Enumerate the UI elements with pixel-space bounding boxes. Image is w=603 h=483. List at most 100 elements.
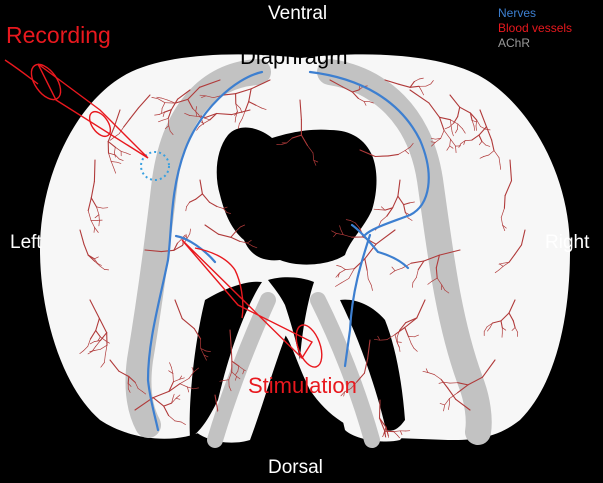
blood-vessel-segment: [169, 130, 174, 135]
blood-vessel-segment: [168, 383, 181, 392]
blood-vessel-segment: [187, 386, 190, 393]
blood-vessel-segment: [102, 207, 109, 209]
blood-vessel-segment: [345, 268, 355, 270]
blood-vessel-segment: [171, 397, 174, 404]
blood-vessel-segment: [188, 371, 195, 379]
blood-vessel-segment: [383, 426, 387, 435]
blood-vessel-segment: [185, 233, 188, 240]
blood-vessel-segment: [336, 265, 342, 267]
blood-vessel-segment: [443, 130, 451, 140]
blood-vessel-segment: [152, 397, 165, 407]
blood-vessel-segment: [475, 119, 478, 127]
blood-vessel-segment: [399, 430, 403, 436]
blood-vessel-segment: [98, 214, 100, 222]
blood-vessel-segment: [502, 224, 506, 232]
blood-vessel-segment: [448, 122, 455, 128]
blood-vessel-segment: [236, 376, 242, 380]
blood-vessel-segment: [481, 141, 487, 146]
blood-vessel-segment: [195, 110, 198, 117]
blood-vessel-segment: [512, 320, 516, 329]
blood-vessels: [79, 77, 526, 450]
blood-vessel-segment: [177, 238, 183, 244]
blood-vessel-segment: [469, 112, 473, 121]
blood-vessel-segment: [168, 381, 174, 392]
blood-vessel-segment: [312, 152, 315, 161]
blood-vessel-segment: [134, 382, 139, 389]
blood-vessel-segment: [387, 153, 399, 157]
blood-vessel-segment: [151, 97, 159, 100]
blood-vessel-segment: [175, 394, 181, 399]
blood-vessel-segment: [203, 354, 207, 361]
blood-vessel-segment: [137, 94, 151, 109]
blood-vessel-segment: [471, 120, 475, 127]
blood-vessel-segment: [378, 209, 386, 211]
blood-vessel-segment: [195, 193, 203, 200]
blood-vessel-segment: [500, 312, 510, 322]
blood-vessel-segment: [398, 346, 401, 352]
blood-vessel-segment: [222, 208, 228, 213]
blood-vessel-segment: [237, 123, 240, 129]
blood-vessel-segment: [313, 159, 317, 166]
blood-vessel-segment: [378, 220, 382, 227]
blood-vessel-segment: [450, 126, 453, 133]
blood-vessel-segment: [380, 215, 388, 222]
blood-vessel-segment: [478, 141, 483, 146]
blood-vessel-segment: [464, 139, 473, 141]
blood-vessel-segment: [384, 442, 387, 450]
nerve-right-branch-1: [350, 223, 410, 270]
nerves: [146, 70, 430, 432]
blood-vessel-segment: [386, 334, 396, 340]
blood-vessel-segment: [498, 262, 504, 265]
blood-vessel-segment: [514, 244, 523, 256]
blood-vessel-segment: [460, 140, 466, 145]
blood-vessel-segment: [235, 226, 241, 232]
blood-vessel-segment: [200, 348, 205, 356]
blood-vessel-segment: [127, 383, 132, 387]
recording-label: Recording: [6, 22, 111, 48]
blood-vessel-segment: [120, 150, 127, 154]
blood-vessel-segment: [168, 370, 174, 374]
blood-vessel-segment: [345, 219, 351, 221]
blood-vessel-segment: [421, 90, 424, 96]
blood-vessel-segment: [93, 159, 96, 183]
blood-vessel-segment: [393, 431, 398, 436]
legend-item-nerves: Nerves: [498, 6, 537, 20]
blood-vessel-segment: [174, 299, 183, 320]
blood-vessel-segment: [116, 161, 122, 164]
blood-vessel-segment: [198, 123, 204, 128]
blood-vessel-segment: [508, 312, 514, 322]
blood-vessel-segment: [487, 327, 491, 332]
blood-vessel-segment: [485, 128, 491, 131]
blood-vessel-segment: [483, 326, 488, 332]
blood-vessel-segment: [488, 150, 495, 156]
blood-vessel-segment: [509, 159, 513, 182]
blood-vessel-segment: [449, 138, 451, 147]
blood-vessel-segment: [179, 377, 185, 380]
blood-vessel-segment: [209, 112, 218, 121]
mid-crus-gap: [268, 277, 314, 360]
blood-vessel-segment: [339, 269, 346, 274]
blood-vessel-segment: [344, 388, 352, 393]
blood-vessel-segment: [340, 391, 345, 397]
blood-vessel-segment: [248, 88, 252, 103]
blood-vessel-segment: [499, 163, 502, 170]
blood-vessel-segment: [407, 217, 413, 221]
blood-vessel-segment: [455, 128, 458, 134]
blood-vessel-segment: [394, 267, 403, 272]
blood-vessel-segment: [87, 197, 92, 212]
blood-vessel-segment: [186, 201, 190, 208]
blood-vessel-segment: [228, 385, 232, 392]
blood-vessel-segment: [359, 149, 376, 158]
blood-vessel-segment: [161, 97, 168, 101]
legend-item-blood-vessels: Blood vessels: [498, 21, 573, 35]
blood-vessel-segment: [163, 402, 173, 407]
blood-vessel-segment: [177, 89, 191, 100]
blood-vessel-segment: [498, 157, 501, 165]
blood-vessel-segment: [397, 435, 401, 439]
blood-vessel-segment: [87, 210, 92, 221]
blood-vessel-segment: [508, 299, 516, 314]
blood-vessel-segment: [235, 370, 239, 375]
blood-vessel-segment: [502, 261, 510, 267]
blood-vessel-segment: [374, 155, 389, 158]
